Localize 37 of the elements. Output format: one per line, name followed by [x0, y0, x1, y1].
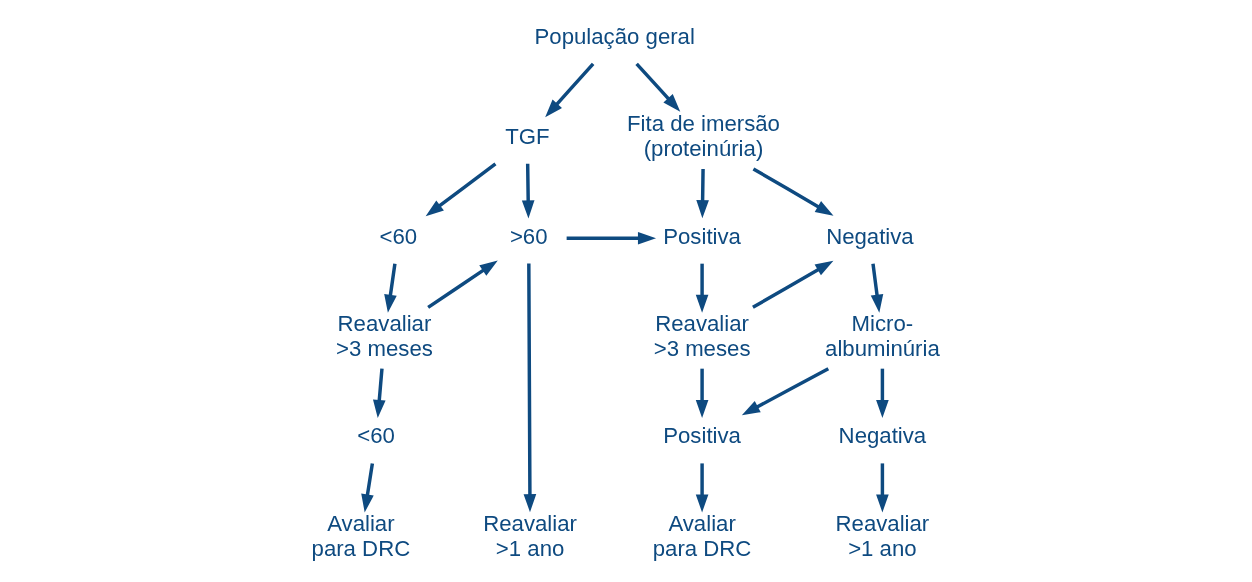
node-text: <60	[356, 423, 395, 449]
arrow	[521, 163, 534, 219]
arrow	[870, 263, 883, 313]
node-text: Negativa	[838, 423, 926, 449]
node-text: Micro- albuminúria	[824, 310, 940, 361]
arrow	[695, 168, 709, 219]
node-text: População geral	[534, 23, 695, 49]
node-text: Reavaliar >1 ano	[835, 510, 929, 561]
arrow	[695, 368, 708, 418]
arrow	[360, 463, 374, 513]
node-text: <60	[379, 223, 417, 249]
node-text: Avaliar para DRC	[311, 510, 410, 561]
arrow	[695, 463, 708, 513]
arrow	[751, 260, 833, 309]
arrow	[875, 463, 889, 513]
arrow	[634, 62, 680, 112]
arrow	[425, 162, 496, 217]
node-text: Positiva	[662, 423, 741, 449]
arrow	[372, 368, 386, 418]
node-text: Fita de imersão (proteinúria)	[626, 111, 780, 162]
arrow	[544, 62, 594, 118]
node-text: TGF	[504, 123, 550, 149]
node-text: Avaliar para DRC	[652, 510, 751, 561]
node-text: Negativa	[825, 223, 914, 249]
arrow	[383, 263, 397, 313]
node-text: Reavaliar >3 meses	[653, 310, 750, 361]
arrow	[741, 367, 829, 416]
arrow	[695, 263, 708, 313]
arrow	[752, 167, 833, 216]
arrow	[875, 368, 889, 418]
node-text: Reavaliar >3 meses	[335, 310, 433, 361]
node-text: >60	[509, 223, 548, 249]
arrow	[523, 263, 536, 513]
node-text: Positiva	[662, 223, 741, 249]
node-text: Reavaliar >1 ano	[482, 510, 577, 561]
arrow	[426, 260, 498, 309]
arrow	[566, 231, 656, 245]
